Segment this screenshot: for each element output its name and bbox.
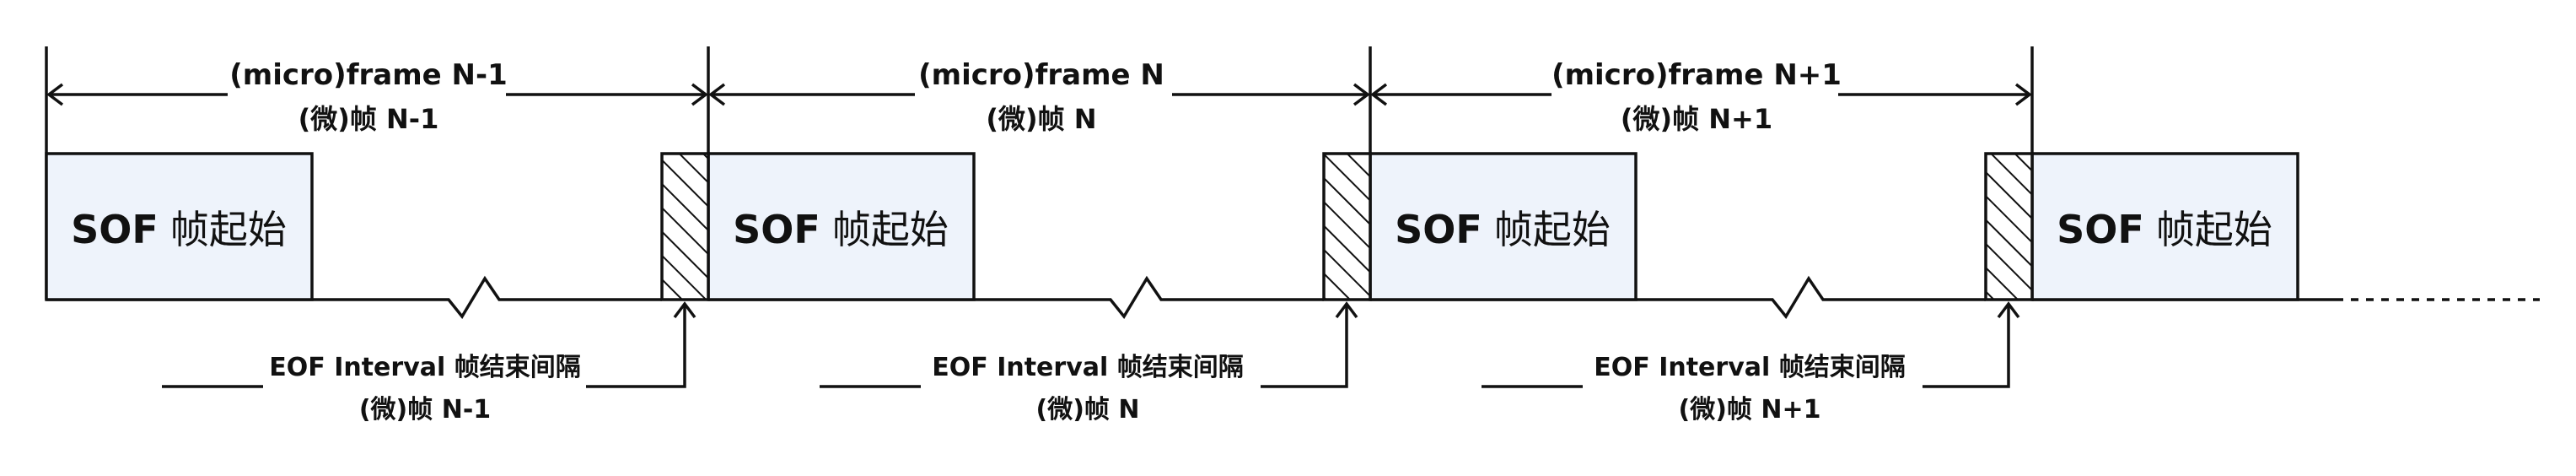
sof-bold-3: SOF [2057, 207, 2144, 252]
sof-cn-0: 帧起始 [170, 207, 287, 252]
sof-box-0 [45, 152, 314, 301]
eof-hatch-box-1 [1322, 152, 1372, 301]
eof-hatch-box-2 [1984, 152, 2034, 301]
sof-bold-1: SOF [733, 207, 820, 252]
eof-pointer-arrow-0 [162, 301, 696, 388]
timeline-baseline-0 [46, 275, 662, 320]
sof-text-3: SOF 帧起始 [2057, 207, 2272, 252]
timeline-baseline-1 [708, 275, 1324, 320]
eof-label-cn-2: (微)帧 N+1 [1679, 395, 1821, 425]
sof-cn-1: 帧起始 [832, 207, 949, 252]
frame-label-cn-1: (微)帧 N [986, 103, 1096, 135]
frame-span-arrow-1 [708, 83, 1370, 106]
eof-label-cn-0: (微)帧 N-1 [359, 395, 491, 425]
frame-span-arrow-0 [46, 83, 708, 106]
eof-label-0: EOF Interval 帧结束间隔 [269, 353, 580, 382]
eof-hatch-box-0 [660, 152, 710, 301]
sof-box-1 [707, 152, 976, 301]
sof-bold-0: SOF [71, 207, 159, 252]
frame-label-cn-2: (微)帧 N+1 [1621, 103, 1772, 135]
sof-cn-3: 帧起始 [2156, 207, 2272, 252]
sof-cn-2: 帧起始 [1494, 207, 1611, 252]
sof-box-3 [2030, 152, 2299, 301]
frame-label-cn-0: (微)帧 N-1 [298, 103, 439, 135]
frame-span-arrow-2 [1370, 83, 2032, 106]
eof-label-1: EOF Interval 帧结束间隔 [932, 353, 1243, 382]
eof-pointer-arrow-2 [1482, 301, 2020, 388]
sof-text-1: SOF 帧起始 [733, 207, 949, 252]
sof-bold-2: SOF [1395, 207, 1482, 252]
eof-label-cn-1: (微)帧 N [1036, 395, 1140, 425]
sof-box-2 [1369, 152, 1638, 301]
frame-label-en-0: (micro)frame N-1 [229, 58, 508, 92]
eof-label-2: EOF Interval 帧结束间隔 [1594, 353, 1905, 382]
frame-label-en-2: (micro)frame N+1 [1552, 58, 1842, 92]
timeline-baseline-2 [1370, 275, 1986, 320]
eof-pointer-arrow-1 [820, 301, 1358, 388]
frame-label-en-1: (micro)frame N [918, 58, 1164, 92]
sof-text-2: SOF 帧起始 [1395, 207, 1611, 252]
